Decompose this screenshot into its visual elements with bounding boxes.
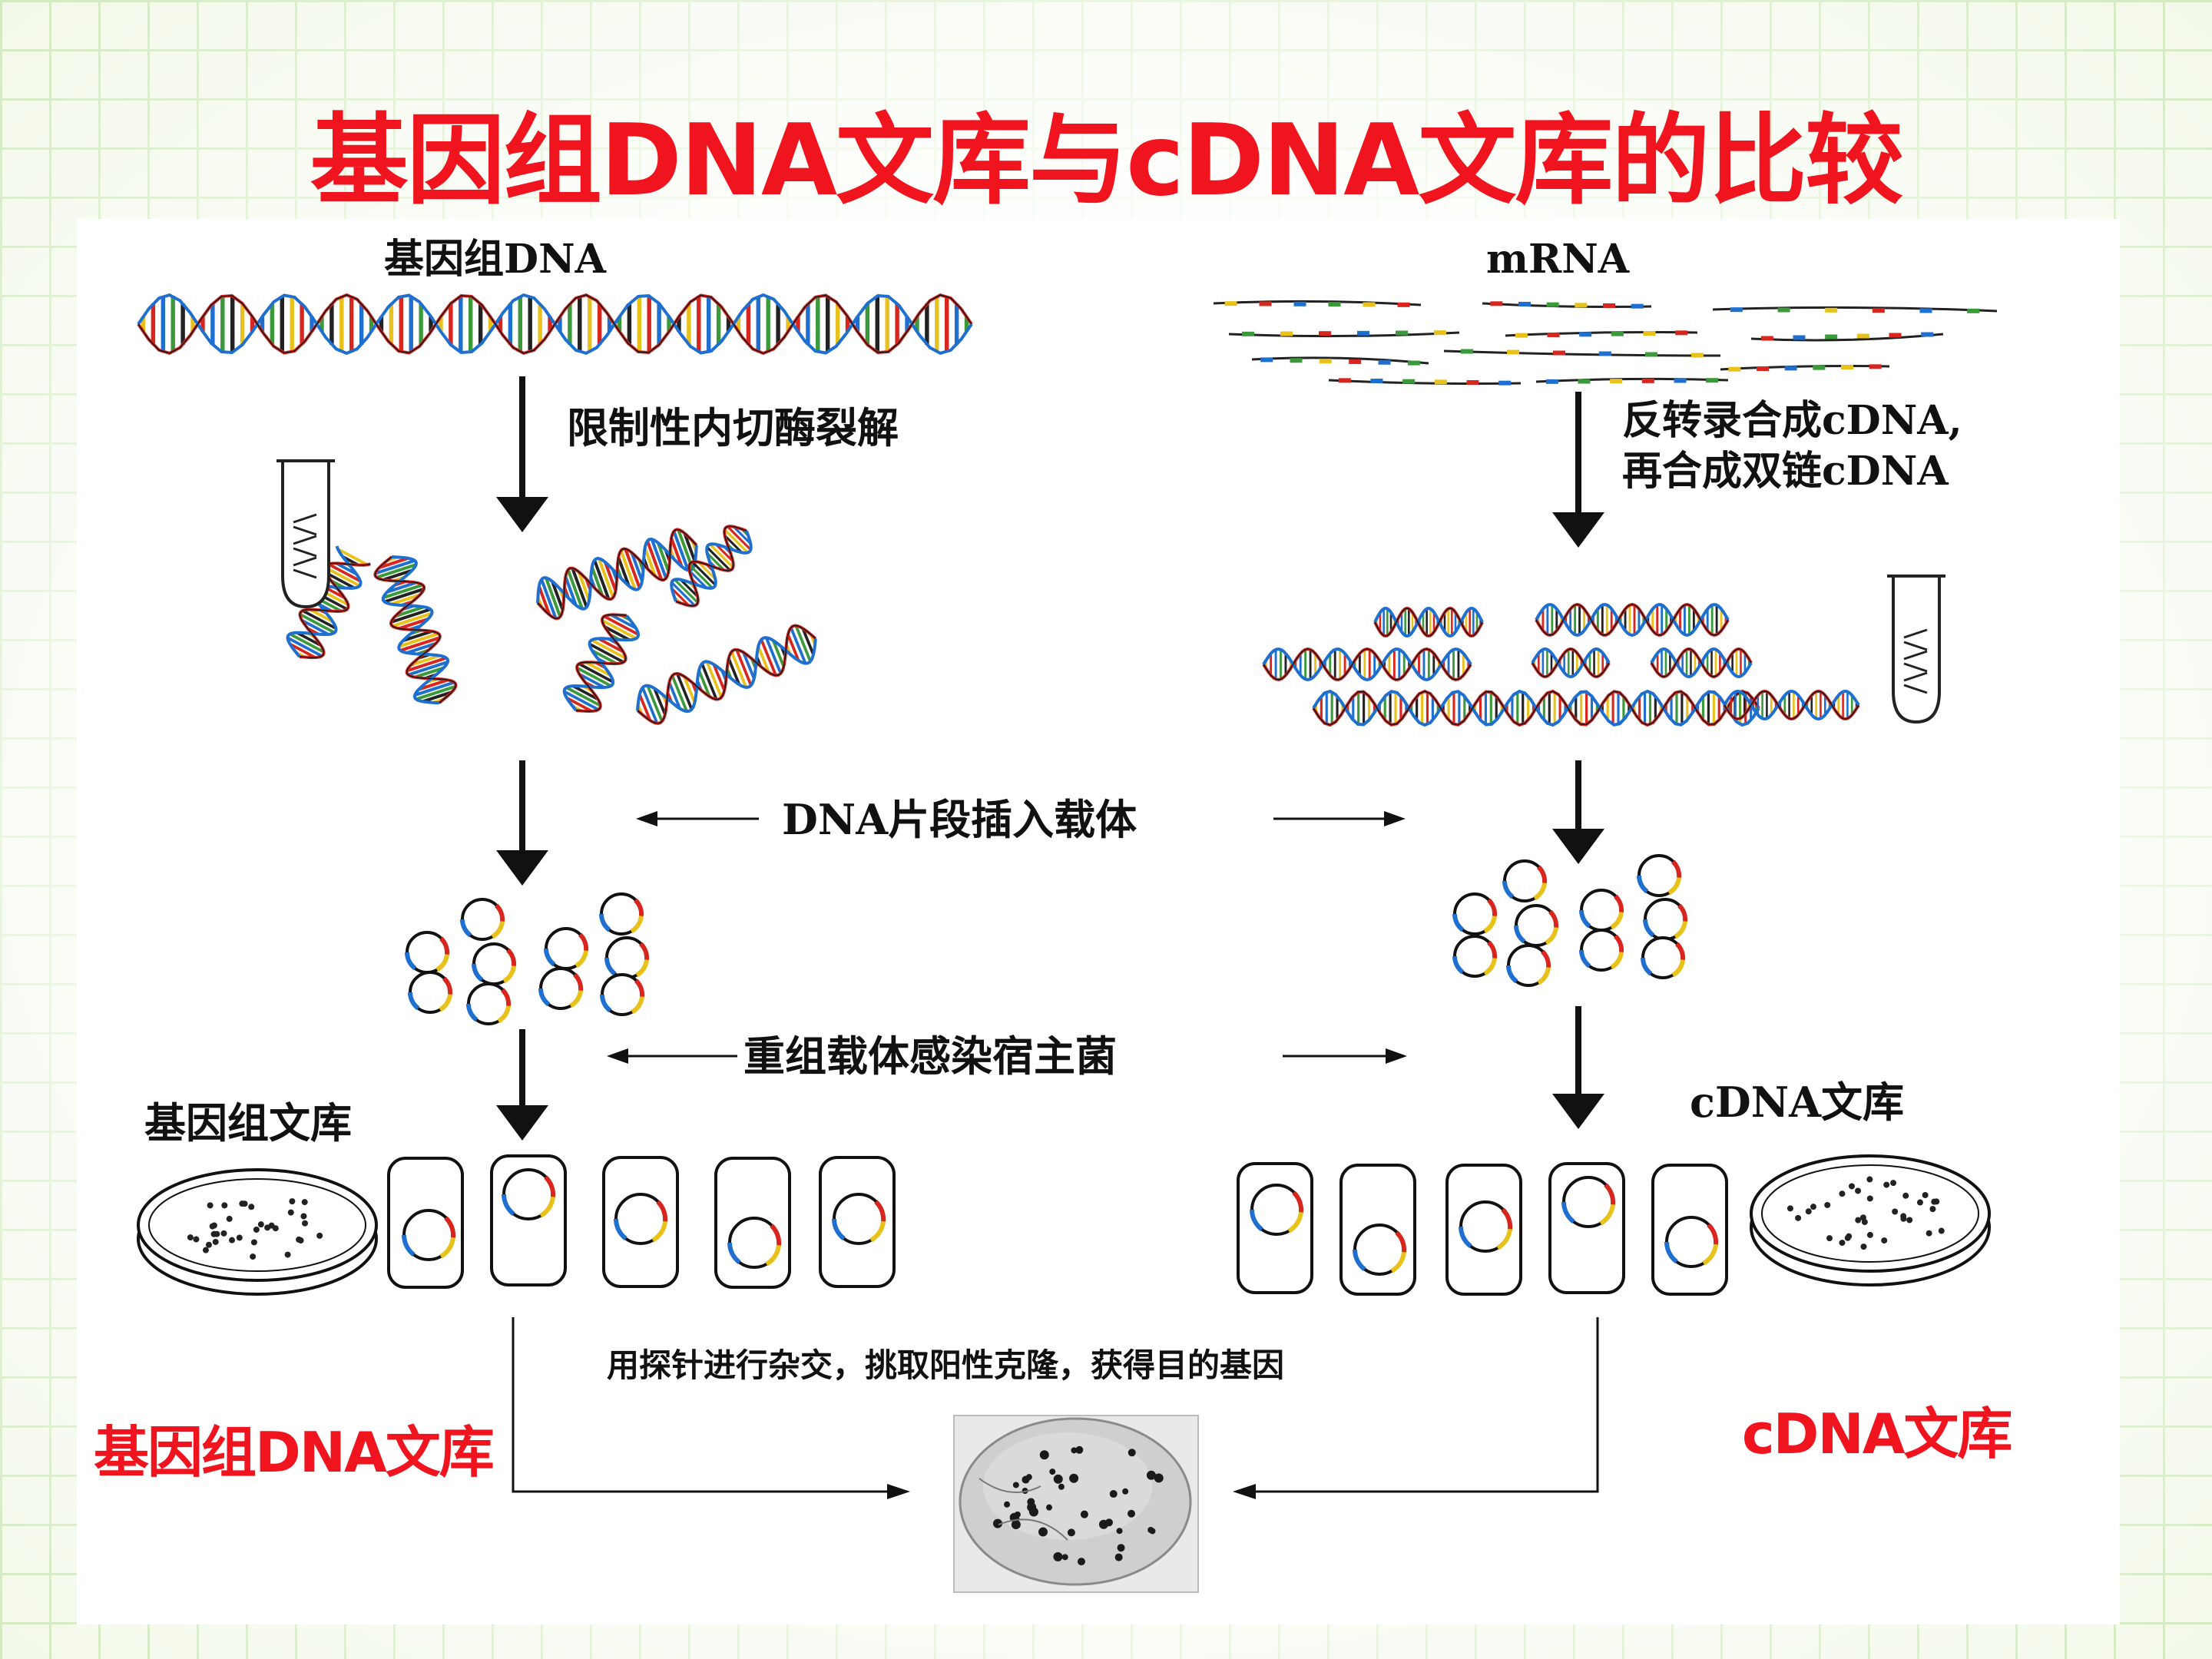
mrna-label: mRNA (1486, 236, 1630, 283)
insert-vector-label: DNA片段插入载体 (782, 795, 1137, 844)
genomic-dna-helix-icon (137, 293, 973, 356)
genomic-fragments-icon (286, 525, 817, 725)
cdna-library-caption: cDNA文库 (1742, 1402, 2012, 1466)
petri-dish-icon (137, 1154, 1991, 1296)
genomic-dna-library-caption: 基因组DNA文库 (94, 1420, 495, 1485)
slide-title: 基因组DNA文库与cDNA文库的比较 (310, 104, 1904, 218)
genomic-dna-label: 基因组DNA (384, 236, 606, 283)
reverse-transcription-label: 反转录合成cDNA, (1622, 397, 1962, 444)
host-cell-icon (387, 1154, 1728, 1296)
mrna-strands-icon (1213, 300, 1998, 386)
diagram-panel: 基因组DNA mRNA 限制性内切酶裂解 反转录合成cDNA, 再合成双链cDN… (77, 219, 2120, 1624)
flow-arrow-icon (496, 376, 1604, 1499)
cdna-library-label: cDNA文库 (1690, 1078, 1904, 1127)
restriction-digest-label: 限制性内切酶裂解 (567, 403, 899, 452)
cdna-fragments-icon (1262, 602, 1860, 727)
test-tube-icon (276, 459, 1945, 724)
double-strand-label: 再合成双链cDNA (1622, 448, 1949, 495)
genomic-library-label: 基因组文库 (144, 1098, 352, 1147)
infect-host-label: 重组载体感染宿主菌 (743, 1031, 1117, 1081)
probe-screening-label: 用探针进行杂交，挑取阳性克隆，获得目的基因 (607, 1346, 1285, 1384)
diagram-graphics (137, 293, 1998, 1593)
hybridization-membrane-icon (953, 1415, 1199, 1593)
recombinant-plasmid-icon (405, 854, 1688, 1025)
